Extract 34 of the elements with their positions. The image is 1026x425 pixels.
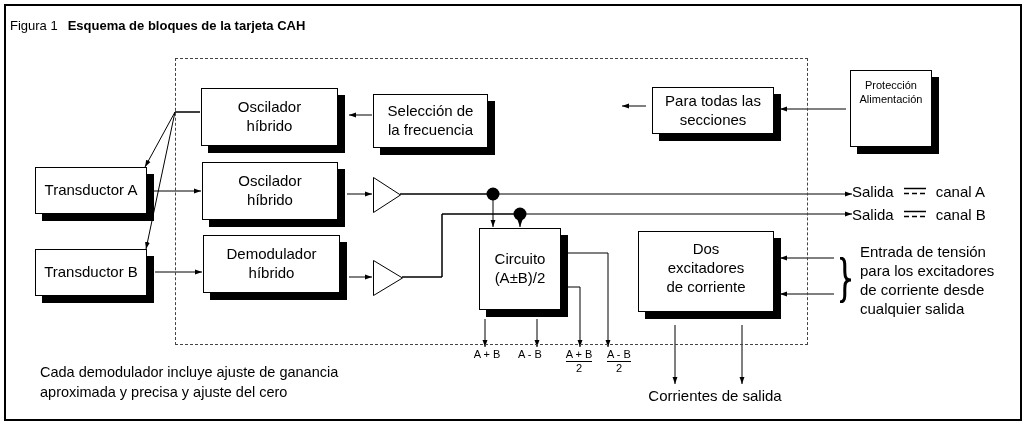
output-label: Salida: [852, 182, 894, 200]
fraction-numerator: A - B: [607, 348, 631, 360]
arrow: [348, 274, 373, 280]
fraction-numerator: A + B: [565, 348, 593, 360]
arrow: [534, 318, 540, 348]
arrow: [779, 255, 835, 261]
fraction-denominator: 2: [615, 362, 623, 374]
output-signal-label: A - B: [518, 348, 542, 360]
arrow: [154, 269, 203, 275]
output-label: Salida: [852, 205, 894, 223]
arrow: [482, 318, 488, 348]
figure-number: Figura 1: [10, 18, 58, 33]
channel-label: canal A: [935, 182, 985, 200]
arrow: [565, 252, 611, 348]
output-signal-label: A + B: [473, 348, 501, 360]
arrow: [399, 193, 496, 228]
arrow: [346, 191, 373, 197]
arrow: [348, 112, 373, 118]
output-label: Corrientes de salida: [648, 386, 782, 404]
arrow: [739, 324, 745, 385]
dashed-board-outline: [175, 58, 808, 345]
arrow: [779, 106, 847, 112]
channel-label: canal B: [935, 205, 986, 223]
figure-title: Esquema de bloques de la tarjeta CAH: [67, 18, 306, 33]
arrow: [153, 188, 202, 194]
arrow: [401, 213, 523, 278]
fraction-denominator: 2: [575, 362, 583, 374]
arrow: [621, 103, 647, 109]
note-text: Cada demodulador incluye ajuste de ganancia aproximada y precisa y ajuste del cero: [40, 363, 340, 402]
arrow: [672, 324, 678, 385]
note-text: Entrada de tensión para los excitadores de corriente desde cualquier salida: [860, 243, 995, 317]
arrow: [565, 286, 583, 348]
arrow: [145, 111, 201, 250]
arrow: [779, 291, 835, 297]
